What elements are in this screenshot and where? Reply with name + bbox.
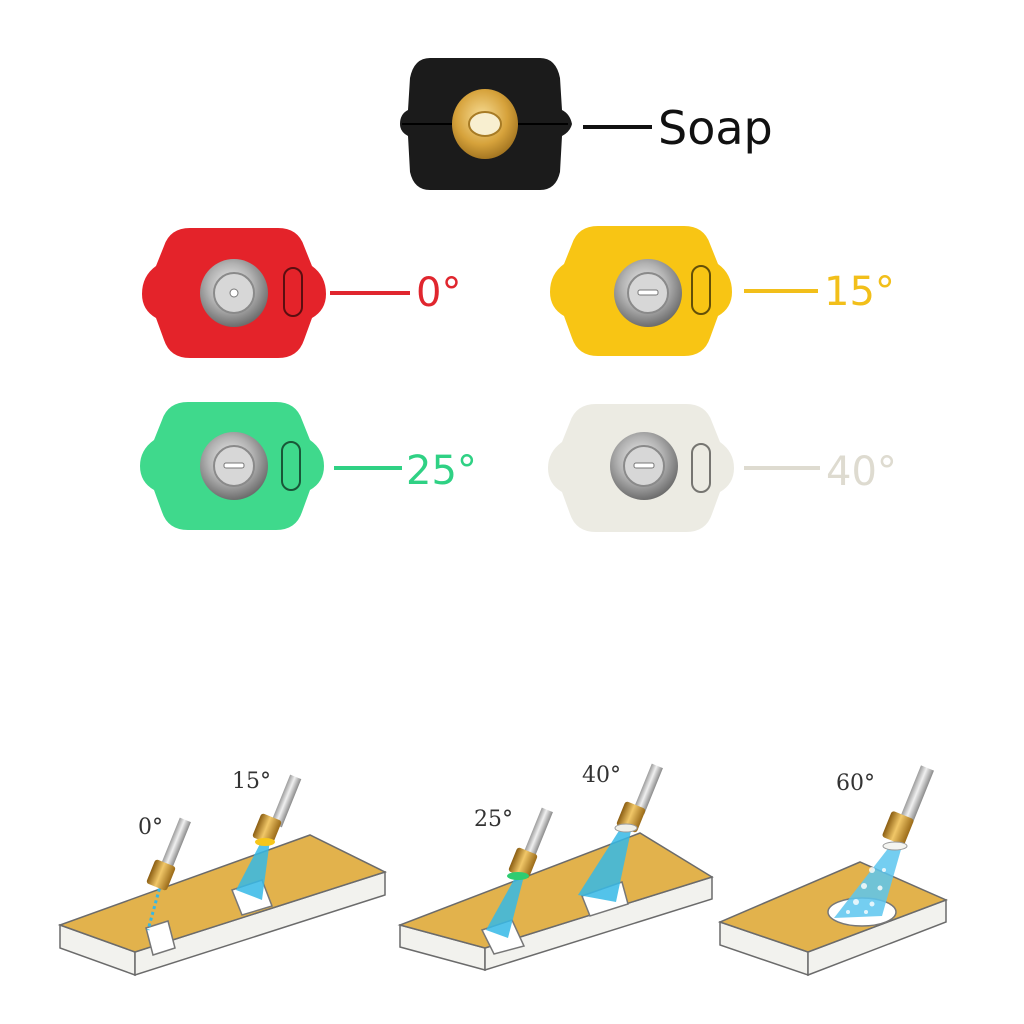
- spray-fan: [236, 840, 270, 900]
- label-0deg: 0°: [416, 270, 461, 316]
- label-25deg: 25°: [406, 448, 477, 494]
- nozzle-tip-yellow: [255, 838, 275, 846]
- board-top: [57, 834, 387, 953]
- orifice: [229, 288, 239, 298]
- brass-fitting: [252, 813, 282, 845]
- channel-cut: [145, 920, 176, 956]
- label-soap: Soap: [658, 101, 773, 155]
- label-15deg: 15°: [824, 269, 895, 315]
- nozzle-tip-white: [614, 823, 638, 833]
- brass-fitting: [508, 847, 538, 879]
- soap-orifice: [468, 111, 502, 137]
- label-spray-15deg: 15°: [232, 769, 271, 794]
- brass-fitting: [882, 811, 914, 845]
- orifice: [633, 462, 655, 469]
- spray-diagram-right: 60°: [717, 765, 948, 977]
- orifice: [637, 289, 659, 296]
- spray-droplets: [846, 867, 886, 914]
- label-spray-60deg: 60°: [836, 771, 875, 796]
- nozzle-marking: [281, 441, 301, 491]
- label-spray-25deg: 25°: [474, 807, 513, 832]
- nozzle-tip-green: [507, 872, 529, 880]
- spray-diagram-left: 0° 15°: [57, 769, 387, 977]
- spray-fan-wide: [834, 846, 902, 918]
- label-spray-0deg: 0°: [138, 815, 163, 840]
- nozzle-tip: [882, 841, 908, 851]
- label-spray-40deg: 40°: [582, 763, 621, 788]
- spray-jet: [146, 882, 163, 931]
- spray-fan: [486, 876, 524, 938]
- nozzle-marking: [283, 267, 303, 317]
- wand-pipe: [270, 774, 302, 828]
- orifice: [223, 462, 245, 469]
- nozzle-white: 40°: [548, 404, 897, 532]
- brass-fitting: [146, 859, 176, 891]
- label-40deg: 40°: [826, 449, 897, 495]
- nozzle-soap: Soap: [400, 58, 773, 190]
- spray-fan: [578, 826, 632, 902]
- nozzle-marking: [691, 265, 711, 315]
- wand-pipe: [633, 763, 663, 815]
- board-top: [397, 832, 714, 949]
- nozzle-red: 0°: [142, 228, 461, 358]
- nozzle-yellow: 15°: [550, 226, 895, 356]
- nozzle-green: 25°: [140, 402, 477, 530]
- wand-pipe: [900, 765, 934, 823]
- wand-pipe: [523, 807, 553, 859]
- spray-diagram-middle: 25° 40°: [397, 763, 714, 972]
- nozzle-marking: [691, 443, 711, 493]
- wand-pipe: [161, 817, 191, 869]
